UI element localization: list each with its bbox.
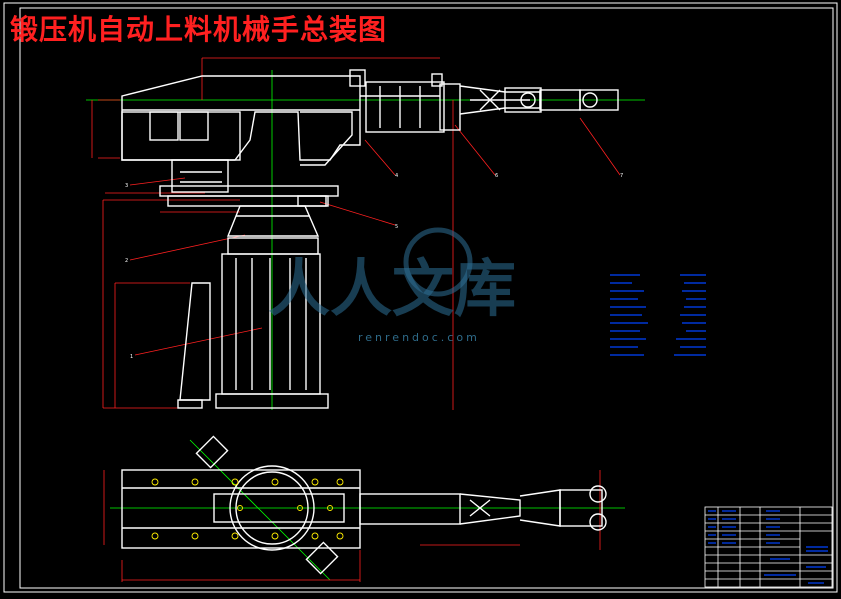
leader-lines — [105, 117, 621, 356]
title-block-text — [708, 510, 828, 584]
watermark-logo — [403, 227, 473, 297]
title-block — [704, 506, 833, 588]
dimension-lines — [91, 57, 601, 582]
callout-labels: 1 2 3 4 5 6 7 — [125, 173, 623, 360]
top-view — [121, 435, 607, 575]
spec-block — [610, 274, 706, 356]
callout-6: 6 — [495, 173, 498, 179]
outer-border — [3, 2, 838, 593]
drawing-title: 锻压机自动上料机械手总装图 — [10, 13, 388, 46]
callout-4: 4 — [395, 173, 398, 179]
bolt-holes — [151, 478, 344, 540]
watermark-url: renrendoc.com — [358, 331, 480, 344]
callout-2: 2 — [125, 258, 128, 264]
watermark-brand: 人人文库 — [268, 252, 517, 325]
callout-7: 7 — [620, 173, 623, 179]
front-view — [121, 69, 619, 409]
callout-5: 5 — [395, 224, 398, 230]
callout-3: 3 — [125, 183, 128, 189]
inner-border — [19, 7, 834, 589]
callout-1: 1 — [130, 354, 133, 360]
